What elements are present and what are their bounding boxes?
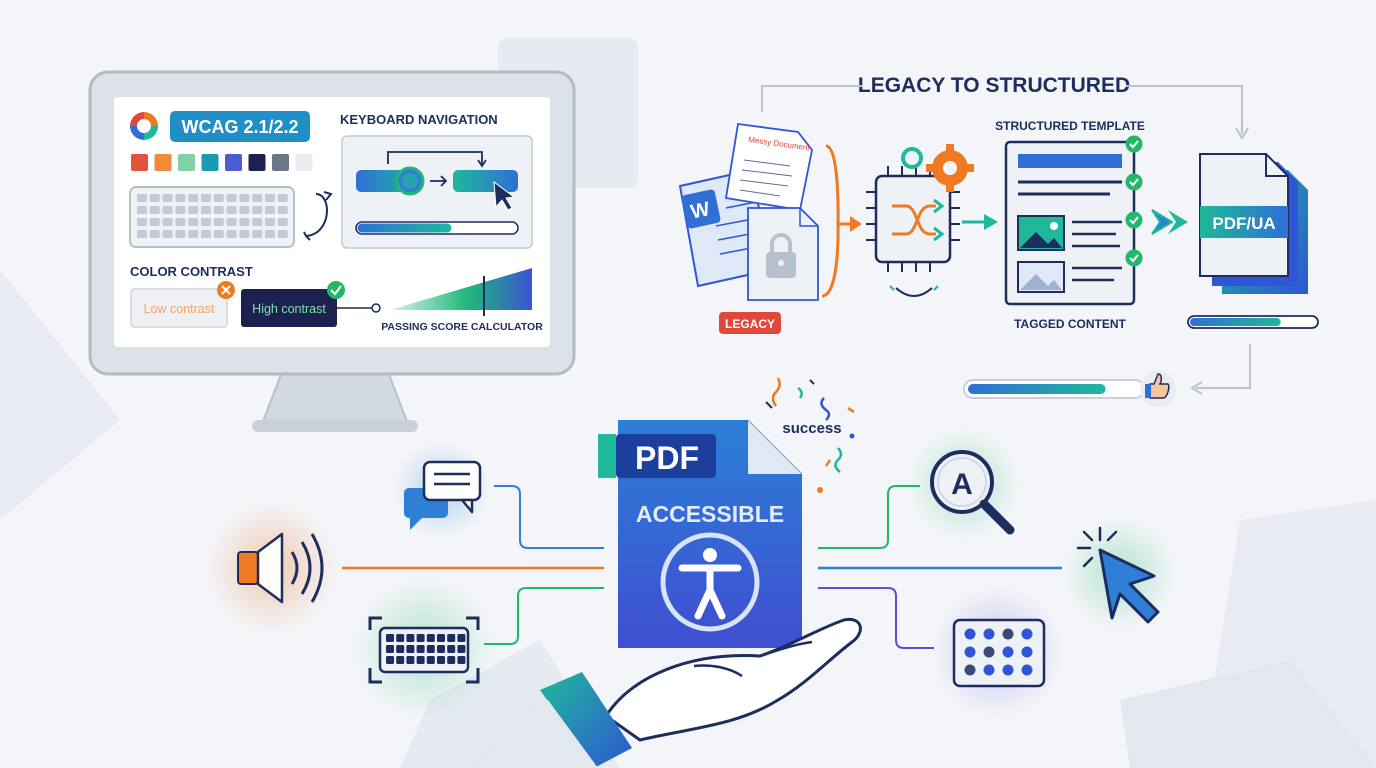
color-swatches [131, 154, 313, 171]
color-swatch [178, 154, 195, 171]
workflow-title: LEGACY TO STRUCTURED [858, 74, 1130, 97]
keyboard-icon [354, 578, 494, 718]
color-swatch [154, 154, 172, 171]
connector-lines [342, 485, 1062, 649]
color-contrast-title: COLOR CONTRAST [130, 264, 253, 279]
high-contrast-sample [241, 289, 337, 327]
chat-bubbles-icon [394, 442, 490, 538]
gear-icon [901, 144, 974, 192]
color-swatch [248, 154, 266, 171]
cursor-click-icon [1064, 518, 1176, 630]
low-contrast-label: Low contrast [144, 302, 215, 316]
color-swatch [201, 154, 219, 171]
legacy-badge-label: LEGACY [725, 317, 775, 331]
tagged-content-label: TAGGED CONTENT [1014, 317, 1126, 331]
check-icon [1125, 135, 1143, 153]
check-icon [1125, 211, 1143, 229]
accessible-pdf-document: PDF ACCESSIBLE [598, 419, 803, 648]
pass-check-icon [327, 281, 345, 299]
mouse-cursor-icon [493, 180, 516, 211]
confetti [765, 377, 855, 493]
color-wheel-icon [130, 112, 158, 140]
monitor: WCAG 2.1/2.2 KEYBOARD NAVIGATION COLO [88, 70, 576, 432]
legacy-documents: W Messy Document [678, 122, 819, 301]
speaker-icon [206, 502, 338, 634]
high-contrast-label: High contrast [252, 302, 326, 316]
hand-illustration [470, 617, 862, 768]
keyboard-graphic [129, 186, 295, 248]
success-label: success [782, 420, 841, 437]
processor-chip [866, 166, 960, 272]
score-wedge [390, 268, 532, 310]
word-icon-letter: W [689, 198, 712, 223]
color-swatch [272, 154, 289, 171]
braille-icon [932, 586, 1064, 718]
pdf-label: PDF [635, 440, 699, 476]
color-swatch [295, 154, 313, 171]
low-contrast-sample [130, 288, 228, 328]
wcag-badge [170, 111, 310, 142]
smile-icon [895, 287, 933, 297]
keyboard-nav-panel [341, 135, 533, 249]
color-swatch [131, 154, 148, 171]
flow-arrow [305, 193, 328, 237]
accessibility-person-icon [660, 532, 760, 632]
wcag-badge-label: WCAG 2.1/2.2 [181, 117, 298, 137]
template-title: STRUCTURED TEMPLATE [995, 119, 1145, 133]
accessible-label: ACCESSIBLE [636, 501, 784, 527]
keyboard-nav-title: KEYBOARD NAVIGATION [340, 112, 498, 127]
legacy-badge [719, 312, 781, 334]
check-icon [1125, 249, 1143, 267]
magnifier-icon: A [908, 428, 1020, 540]
color-swatch [225, 154, 242, 171]
structured-template [1004, 135, 1143, 306]
pdf-ua-label: PDF/UA [1212, 214, 1275, 233]
pdf-ua-document: PDF/UA [1199, 153, 1308, 294]
score-calculator-label: PASSING SCORE CALCULATOR [381, 321, 543, 333]
legacy-workflow: LEGACY TO STRUCTURED W Messy Document LE… [678, 74, 1319, 407]
magnifier-letter: A [951, 468, 973, 501]
check-icon [1125, 173, 1143, 191]
